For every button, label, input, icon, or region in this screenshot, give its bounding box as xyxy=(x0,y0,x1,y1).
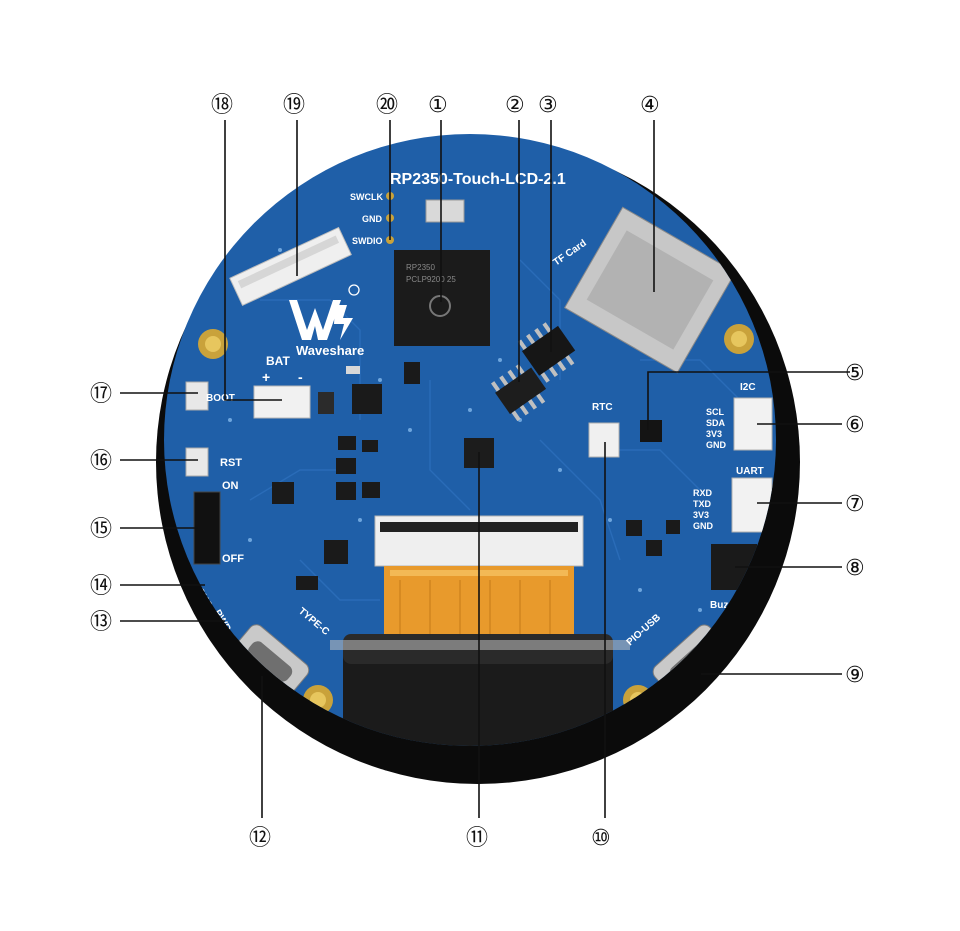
callout-6: ⑥ xyxy=(845,413,865,438)
board-title: RP2350-Touch-LCD-2.1 xyxy=(390,171,566,188)
callout-18: ⑱ xyxy=(211,93,233,118)
rst-label: RST xyxy=(220,457,242,469)
boot-button xyxy=(185,381,209,411)
rtc-chip xyxy=(640,420,662,442)
mounting-hole xyxy=(198,329,228,359)
crystal xyxy=(425,199,465,223)
callout-15: ⑮ xyxy=(90,517,112,542)
callout-14: ⑭ xyxy=(90,574,112,599)
callout-8: ⑧ xyxy=(845,556,865,581)
i2c-pin-label: SDA xyxy=(706,418,726,428)
callout-16: ⑯ xyxy=(90,449,112,474)
brand-text: Waveshare xyxy=(296,343,364,358)
rtc-battery-connector xyxy=(588,422,620,458)
on-label: ON xyxy=(222,480,239,492)
off-label: OFF xyxy=(222,553,244,565)
swclk-label: SWCLK xyxy=(350,192,383,202)
callout-11: ⑪ xyxy=(466,826,488,851)
bat-minus: - xyxy=(298,369,303,385)
callout-leaders xyxy=(120,120,850,818)
waveshare-logo xyxy=(289,284,360,340)
smd-components xyxy=(272,362,680,590)
reset-button xyxy=(185,447,209,477)
mounting-hole xyxy=(724,324,754,354)
callout-1: ① xyxy=(428,93,448,118)
insulation-tape xyxy=(343,634,613,746)
uart-pin-label: TXD xyxy=(693,499,712,509)
gnd-label: GND xyxy=(362,214,383,224)
bat-label: BAT xyxy=(266,354,290,368)
buzzer-label: Buzzer xyxy=(710,600,743,611)
callout-3: ③ xyxy=(538,93,558,118)
rtc-label: RTC xyxy=(592,402,613,413)
i2c-pin-label: SCL xyxy=(706,407,725,417)
flash-chip xyxy=(517,322,576,383)
uart-pin-label: GND xyxy=(693,521,714,531)
i2c-label: I2C xyxy=(740,382,756,393)
callout-4: ④ xyxy=(640,93,660,118)
svg-text:RP2350: RP2350 xyxy=(406,263,435,272)
psram-chip xyxy=(490,363,547,422)
callout-17: ⑰ xyxy=(90,382,112,407)
callout-markers: ① ② ③ ④ ⑤ ⑥ ⑦ ⑧ ⑨ ⑩ ⑪ ⑫ ⑬ ⑭ ⑮ ⑯ ⑰ ⑱ ⑲ ⑳ xyxy=(90,93,865,851)
callout-19: ⑲ xyxy=(283,93,305,118)
callout-7: ⑦ xyxy=(845,492,865,517)
callout-12: ⑫ xyxy=(249,826,271,851)
svg-text:PCLP9200 25: PCLP9200 25 xyxy=(406,275,456,284)
callout-20: ⑳ xyxy=(376,93,398,118)
callout-9: ⑨ xyxy=(845,663,865,688)
rp2350-chip: RP2350 PCLP9200 25 xyxy=(394,250,490,346)
uart-label: UART xyxy=(736,466,764,477)
tf-card-slot xyxy=(564,206,736,374)
i2c-pin-label: GND xyxy=(706,440,727,450)
battery-connector xyxy=(253,385,311,419)
uart-pin-label: 3V3 xyxy=(693,510,709,520)
callout-2: ② xyxy=(505,93,525,118)
i2c-pin-label: 3V3 xyxy=(706,429,722,439)
boot-label: BOOT xyxy=(206,393,235,404)
swdio-label: SWDIO xyxy=(352,236,383,246)
uart-pin-label: RXD xyxy=(693,488,713,498)
callout-5: ⑤ xyxy=(845,361,865,386)
lcd-fpc-connector xyxy=(229,226,352,307)
callout-10: ⑩ xyxy=(591,826,611,851)
callout-13: ⑬ xyxy=(90,610,112,635)
bat-plus: + xyxy=(262,369,270,385)
